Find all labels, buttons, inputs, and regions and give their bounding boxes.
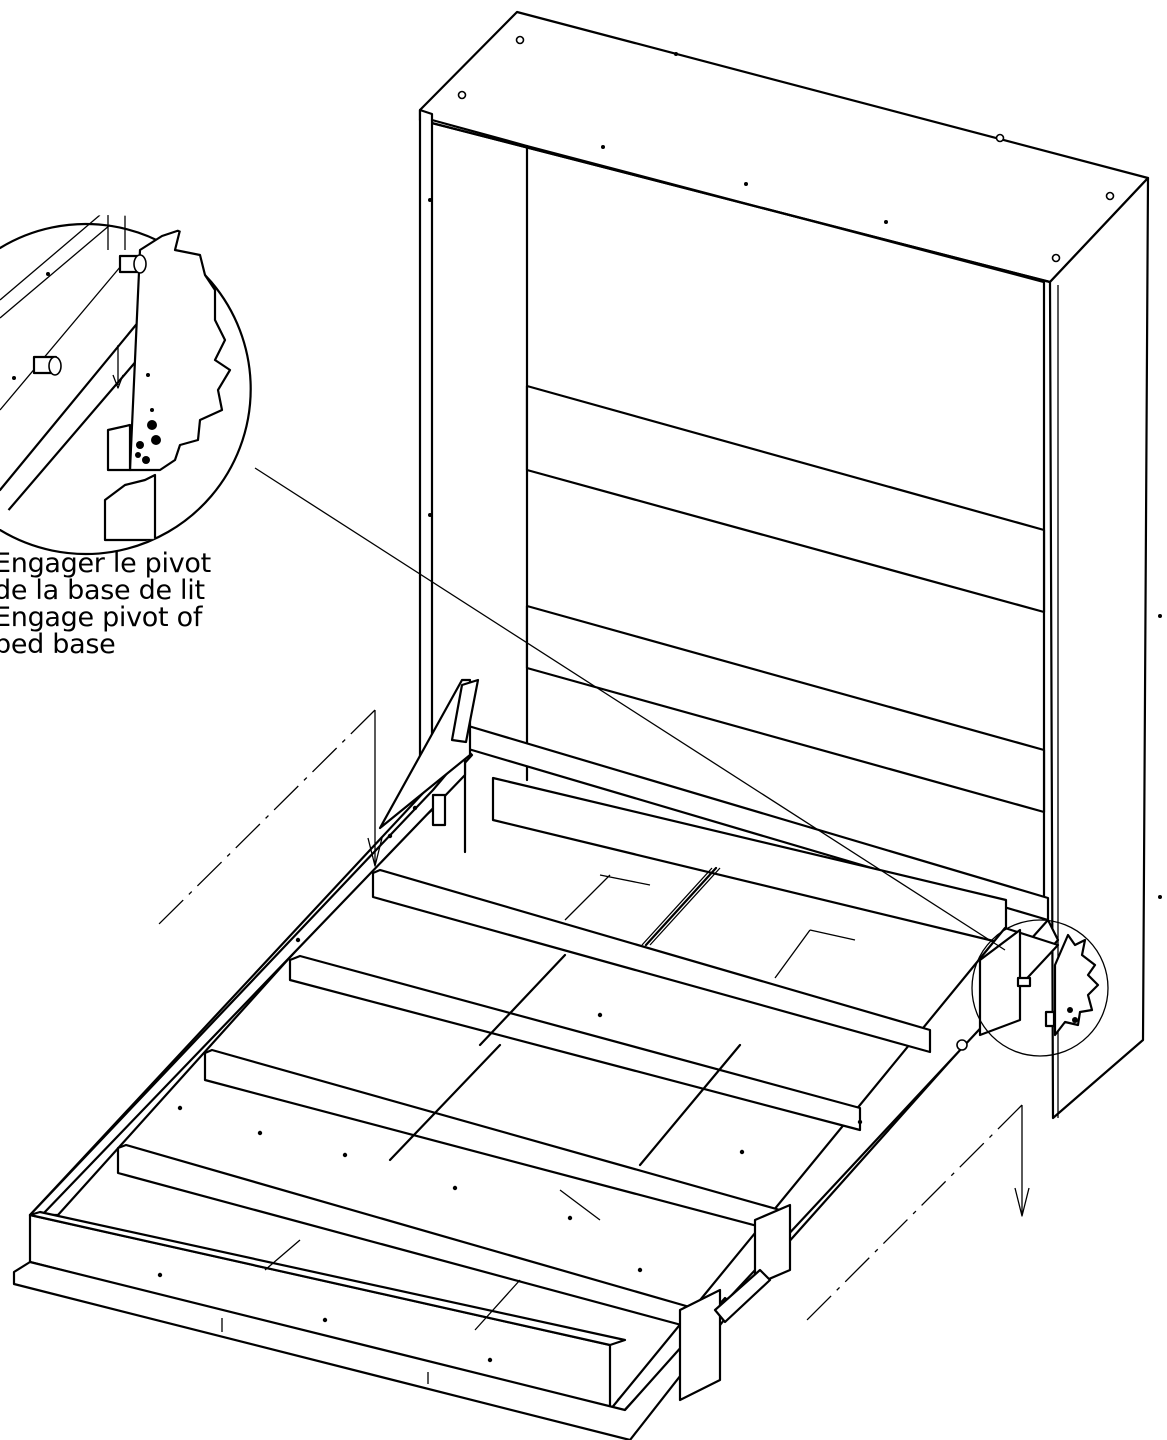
pivot-instruction-callout: Engager le pivot de la base de lit Engag… [0,550,274,658]
down-arrow-left [157,709,383,926]
down-arrow-right [801,1104,1030,1326]
callout-line-fr-1: Engager le pivot [0,548,211,579]
callout-line-en-2: bed base [0,629,116,660]
callout-line-en-1: Engage pivot of [0,602,203,633]
pivot-detail-magnifier [0,215,252,556]
callout-line-fr-2: de la base de lit [0,575,205,606]
cabinet [418,10,1162,1120]
pivot-detail-circle [971,919,1109,1057]
leader-line [254,467,1006,951]
bed-frame [12,678,1060,1440]
